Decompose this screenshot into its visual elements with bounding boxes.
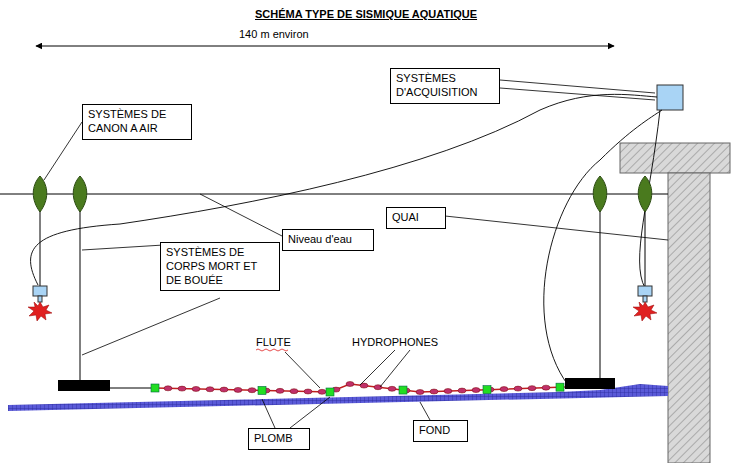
callout-text: FOND (419, 424, 462, 438)
streamer (155, 384, 565, 392)
hydrophone (276, 388, 284, 393)
callout-text: PLOMB (254, 432, 304, 446)
part-label: FLUTE (256, 336, 291, 348)
lead-weight (151, 384, 159, 392)
hydrophone (192, 386, 200, 391)
hydrophone (304, 389, 312, 394)
mooring-lines (40, 205, 645, 382)
hydrophone (346, 382, 354, 387)
quay-wall (668, 173, 710, 463)
part-label: HYDROPHONES (352, 336, 438, 348)
lead-weight (326, 388, 334, 396)
hydrophone (500, 387, 508, 392)
hydrophone (206, 387, 214, 392)
callout-box: Niveau d'eau (282, 229, 374, 251)
lead-weight (556, 383, 564, 391)
hydrophone (528, 386, 536, 391)
callout-box: PLOMB (248, 428, 310, 450)
lead-weight (399, 386, 407, 394)
diagram-title: SCHÉMA TYPE DE SISMIQUE AQUATIQUE (255, 8, 477, 20)
hydrophone (234, 387, 242, 392)
callout-text: SYSTÈMES D'ACQUISITION (396, 72, 494, 100)
callout-text: SYSTÈMES DE CORPS MORT ET DE BOUÉE (166, 246, 274, 287)
hydrophone (444, 389, 452, 394)
hydrophone (220, 387, 228, 392)
callout-box: SYSTÈMES DE CANON A AIR (82, 104, 192, 140)
cables (31, 94, 662, 385)
streamer-tail (110, 388, 155, 389)
hydrophones (164, 382, 550, 395)
hydrophone (458, 388, 466, 393)
callout-box: SYSTÈMES DE CORPS MORT ET DE BOUÉE (160, 242, 280, 291)
callout-text: SYSTÈMES DE CANON A AIR (88, 108, 186, 136)
hydrophone (248, 388, 256, 393)
water-line (0, 194, 668, 195)
callout-text: QUAI (392, 211, 440, 225)
hydrophone (178, 386, 186, 391)
hydrophone (542, 385, 550, 390)
spell-underline (256, 349, 288, 351)
hydrophone (514, 386, 522, 391)
lead-weights (151, 383, 564, 396)
hydrophone (290, 389, 298, 394)
hydrophone (416, 390, 424, 395)
hydrophone (164, 386, 172, 391)
hydrophone (472, 388, 480, 393)
hydrophone (388, 386, 396, 391)
lead-weight (483, 386, 491, 394)
acquisition-unit (657, 85, 683, 110)
dead-weight (58, 380, 110, 391)
lead-weight (258, 386, 266, 394)
leader-lines (44, 80, 668, 428)
dimension-line (36, 46, 614, 47)
callout-box: QUAI (386, 207, 446, 229)
quay-deck (620, 143, 730, 173)
air-guns (28, 286, 657, 321)
hydrophone (430, 389, 438, 394)
hydrophone (318, 389, 326, 394)
dead-weight (565, 378, 615, 389)
callout-box: FOND (413, 420, 468, 442)
buoys (33, 176, 652, 212)
callout-box: SYSTÈMES D'ACQUISITION (390, 68, 500, 104)
callout-text: Niveau d'eau (288, 233, 368, 247)
dimension-label: 140 m environ (236, 28, 312, 40)
